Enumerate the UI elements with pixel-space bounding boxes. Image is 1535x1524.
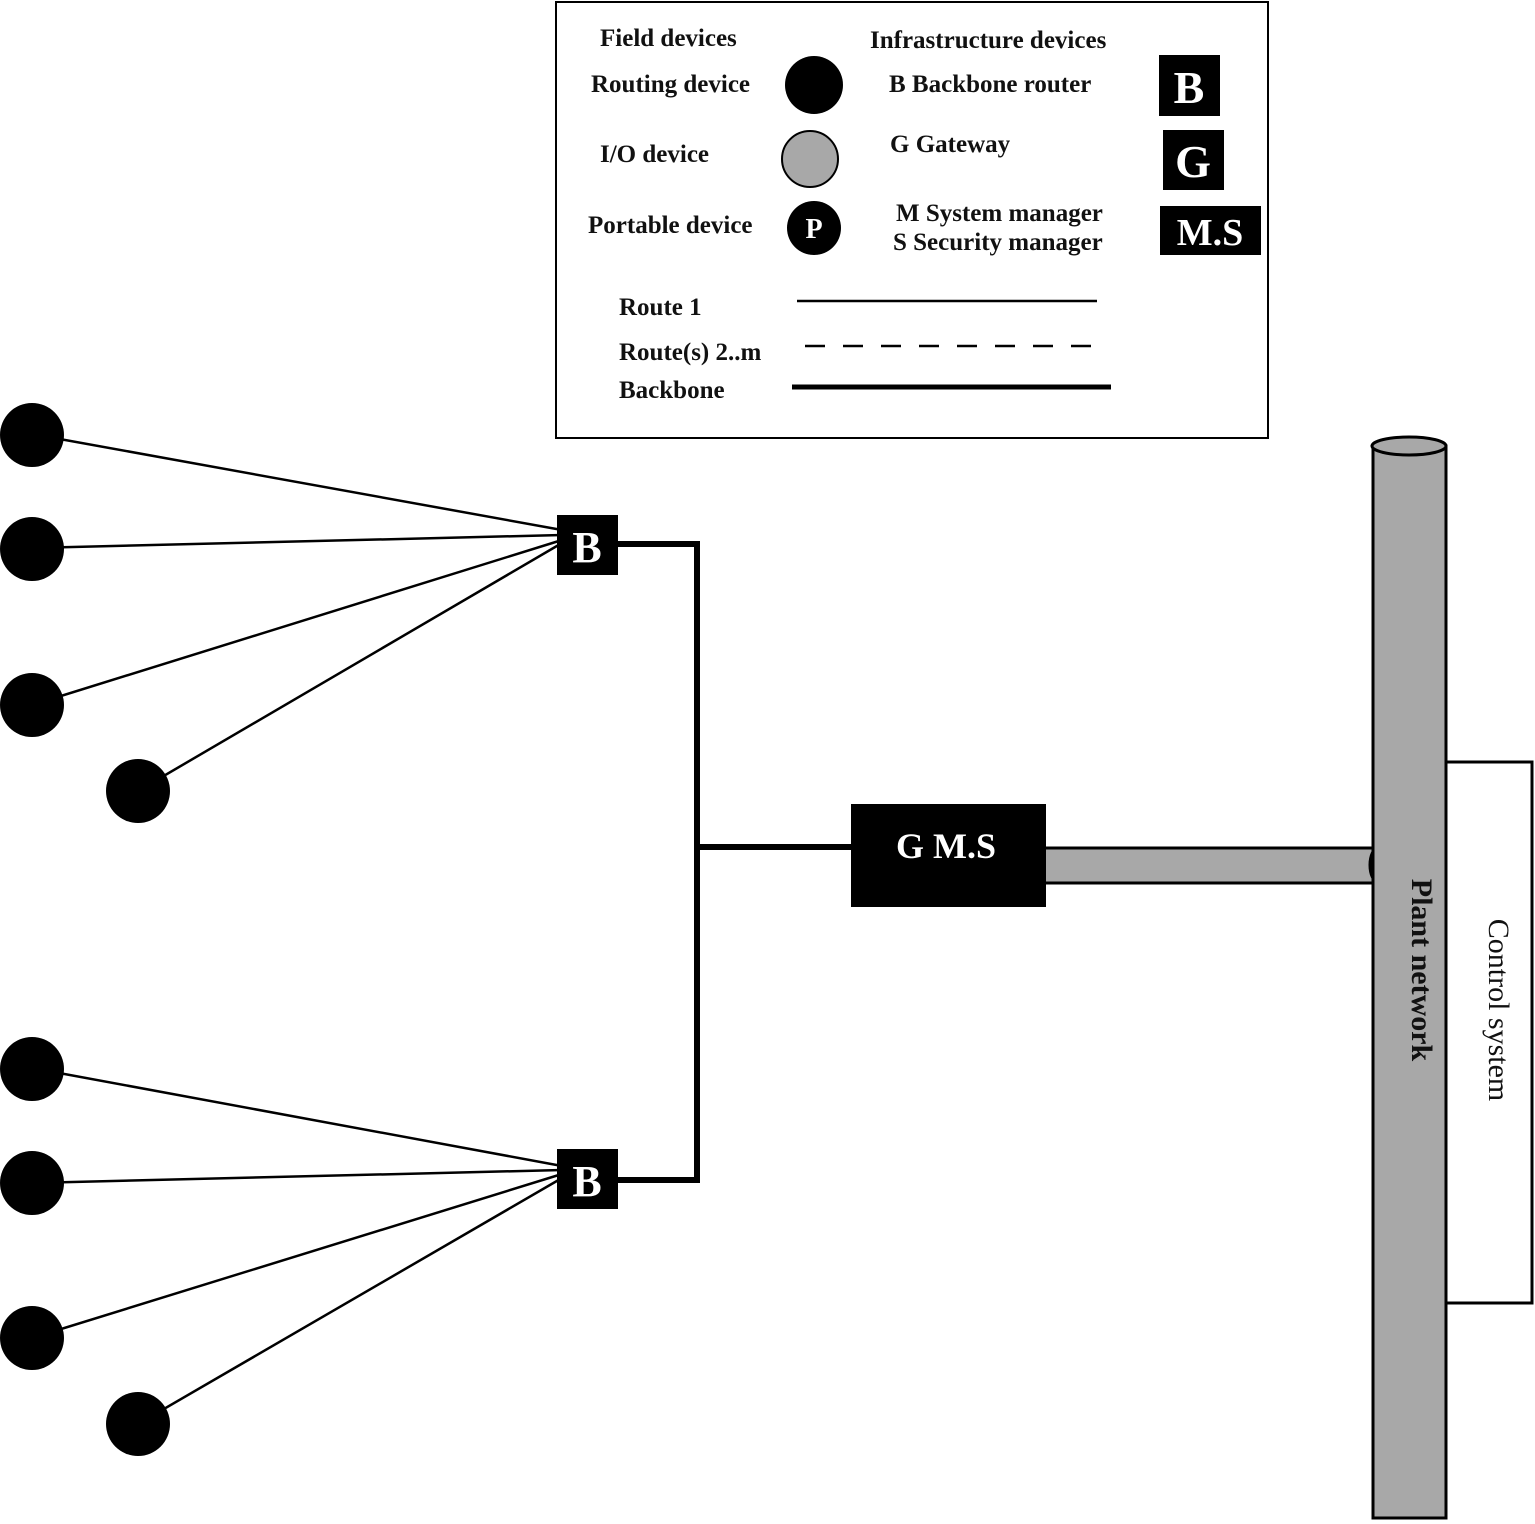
route-line	[31, 533, 563, 550]
backbone-router-top[interactable]: B	[557, 515, 618, 575]
route-line	[31, 538, 563, 707]
legend-box	[555, 1, 1269, 439]
io-device-icon	[781, 130, 839, 188]
portable-device-label: Portable device	[588, 212, 753, 239]
routing-device[interactable]	[0, 517, 64, 581]
routing-device[interactable]	[0, 1037, 64, 1101]
routing-device[interactable]	[106, 759, 170, 823]
control-system-label: Control system	[1482, 919, 1515, 1102]
portable-device-symbol: P	[805, 214, 822, 245]
backbone-router-label: B Backbone router	[889, 71, 1091, 98]
manager-legend-icon	[1160, 206, 1261, 255]
plant-network-label: Plant network	[1405, 879, 1438, 1062]
backbone-top-link	[616, 541, 700, 1183]
gateway-legend-icon	[1163, 130, 1224, 190]
gateway-label: G Gateway	[890, 131, 1011, 158]
route-line	[31, 1168, 563, 1185]
backbone-router-box[interactable]	[557, 515, 618, 575]
routing-device-icon	[785, 56, 843, 114]
control-system[interactable]: Control system	[1439, 760, 1534, 1305]
legend: Field devices Infrastructure devices Rou…	[555, 1, 1269, 439]
field-devices-heading: Field devices	[600, 25, 737, 52]
manager-legend-symbol: M.S	[1177, 212, 1244, 254]
bottom-cluster-routes	[31, 1066, 563, 1426]
backbone-router-symbol: B	[572, 1157, 601, 1206]
backbone-router-legend-icon	[1159, 55, 1220, 116]
routing-device[interactable]	[0, 403, 64, 467]
routing-device[interactable]	[0, 1306, 64, 1370]
infrastructure-devices-heading: Infrastructure devices	[870, 27, 1107, 54]
backbone-label: Backbone	[619, 377, 725, 404]
route2m-label: Route(s) 2..m	[619, 339, 762, 366]
routing-device[interactable]	[0, 1151, 64, 1215]
backbone	[616, 541, 853, 1183]
backbone-router-box[interactable]	[557, 1149, 618, 1209]
gateway-plant-pipe	[1038, 846, 1384, 885]
routing-device[interactable]	[106, 1392, 170, 1456]
backbone-router-legend-symbol: B	[1174, 62, 1205, 113]
routing-device[interactable]	[0, 673, 64, 737]
top-cluster-routes	[31, 432, 563, 793]
routing-device-label: Routing device	[591, 71, 750, 98]
route-line	[137, 1176, 563, 1426]
gateway-manager-label: G M.S	[896, 826, 996, 866]
route-line	[31, 1172, 563, 1340]
gateway-manager-box[interactable]	[851, 804, 1046, 907]
gateway-manager[interactable]: G M.S	[851, 804, 1046, 907]
route1-label: Route 1	[619, 294, 702, 321]
plant-network-pipe-top	[1370, 435, 1448, 457]
gateway-legend-symbol: G	[1175, 136, 1211, 187]
security-manager-label: S Security manager	[893, 229, 1103, 256]
route-line	[137, 541, 563, 793]
plant-network[interactable]: Plant network	[1370, 435, 1448, 1520]
bottom-field-devices	[0, 1037, 170, 1456]
route-line	[31, 1066, 563, 1168]
io-device-label: I/O device	[600, 141, 709, 168]
backbone-router-bottom[interactable]: B	[557, 1149, 618, 1209]
route-line	[31, 432, 563, 532]
backbone-router-symbol: B	[572, 523, 601, 572]
system-manager-label: M System manager	[896, 200, 1103, 227]
plant-network-pipe[interactable]	[1371, 444, 1448, 1520]
portable-device-icon	[787, 201, 841, 255]
top-field-devices	[0, 403, 170, 823]
